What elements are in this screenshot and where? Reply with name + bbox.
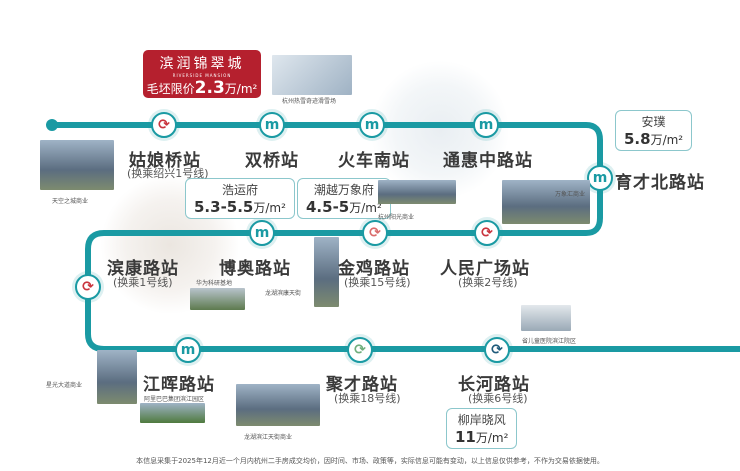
poi-label: 华为科研基地 (196, 280, 233, 287)
station-name: 姑娘桥站 (129, 151, 201, 171)
price-bubble: 浩运府 5.3-5.5万/m² (185, 178, 295, 219)
poi-label: 阿里巴巴集团滨江园区 (144, 396, 205, 403)
station-icon-transfer[interactable]: ⟳ (474, 220, 500, 246)
price-bubble: 柳岸晓风 11万/m² (446, 408, 518, 449)
landmark-photo (40, 140, 114, 190)
station-icon-transfer[interactable]: ⟳ (347, 337, 373, 363)
bubble-price: 5.3-5.5万/m² (194, 198, 286, 216)
station-icon-transfer[interactable]: ⟳ (75, 274, 101, 300)
station-name: 金鸡路站 (338, 259, 410, 279)
station-name: 聚才路站 (326, 375, 398, 395)
landmark-photo (140, 403, 205, 423)
station-transfer-note: (换乘6号线) (468, 392, 528, 405)
station-name: 通惠中路站 (443, 151, 533, 171)
poi-label: 星光大道商业 (46, 382, 83, 389)
station-icon-transfer[interactable]: ⟳ (484, 337, 510, 363)
station-name: 滨康路站 (107, 259, 179, 279)
landmark-photo (190, 288, 245, 310)
ski-resort-photo (272, 55, 352, 95)
footnote: 本信息采集于2025年12月近一个月内杭州二手房成交均价，因时间、市场、政策等，… (136, 457, 604, 465)
promo-name: 滨润锦翠城 (159, 56, 245, 72)
price-bubble: 安璞 5.8万/m² (615, 110, 693, 151)
landmark-photo (97, 350, 137, 404)
landmark-photo (502, 180, 590, 224)
poi-label: 杭州阳光商业 (378, 214, 415, 221)
station-icon-metro[interactable]: m (587, 165, 613, 191)
poi-label: 省儿童医院滨江院区 (522, 338, 577, 345)
station-name: 江晖路站 (143, 375, 215, 395)
bubble-price: 5.8万/m² (624, 130, 684, 148)
bubble-price: 11万/m² (455, 428, 509, 446)
poi-label: 天空之城商业 (52, 198, 89, 205)
landmark-photo (521, 305, 571, 331)
price-bubble: 潮越万象府 4.5-5万/m² (297, 178, 391, 219)
station-name: 长河路站 (458, 375, 530, 395)
bubble-price: 4.5-5万/m² (306, 198, 382, 216)
promo-english: RIVERSIDE MANSION (172, 73, 232, 78)
poi-label: 龙湖滨江天街商业 (244, 434, 293, 441)
station-icon-transfer[interactable]: ⟳ (151, 112, 177, 138)
landmark-photo (236, 384, 320, 426)
station-transfer-note: (换乘2号线) (458, 276, 518, 289)
poi-label: 龙湖滨康天街 (265, 290, 302, 297)
station-transfer-note: (换乘18号线) (334, 392, 401, 405)
bubble-title: 柳岸晓风 (457, 413, 506, 427)
station-name: 双桥站 (245, 151, 299, 171)
station-icon-metro[interactable]: m (359, 112, 385, 138)
station-name: 博奥路站 (219, 259, 291, 279)
promo-card: 滨润锦翠城 RIVERSIDE MANSION 毛坯限价2.3万/m² (143, 50, 261, 98)
station-name: 火车南站 (338, 151, 410, 171)
poi-label: 万象汇商业 (555, 191, 586, 198)
bubble-title: 潮越万象府 (313, 183, 374, 197)
station-icon-metro[interactable]: m (473, 112, 499, 138)
station-icon-metro[interactable]: m (175, 337, 201, 363)
bubble-title: 浩运府 (221, 183, 258, 197)
station-transfer-note: (换乘绍兴1号线) (127, 167, 209, 180)
station-icon-metro[interactable]: m (249, 220, 275, 246)
promo-price: 毛坯限价2.3万/m² (146, 78, 258, 98)
station-name: 人民广场站 (440, 259, 530, 279)
landmark-photo (314, 237, 339, 307)
poi-label: 杭州热雪奇迹滑雪场 (282, 98, 337, 105)
station-icon-transfer[interactable]: ⟳ (362, 220, 388, 246)
station-icon-metro[interactable]: m (259, 112, 285, 138)
station-transfer-note: (换乘1号线) (113, 276, 173, 289)
station-transfer-note: (换乘15号线) (344, 276, 411, 289)
bubble-title: 安璞 (641, 115, 666, 129)
landmark-photo (378, 180, 456, 204)
station-name: 育才北路站 (615, 173, 705, 193)
